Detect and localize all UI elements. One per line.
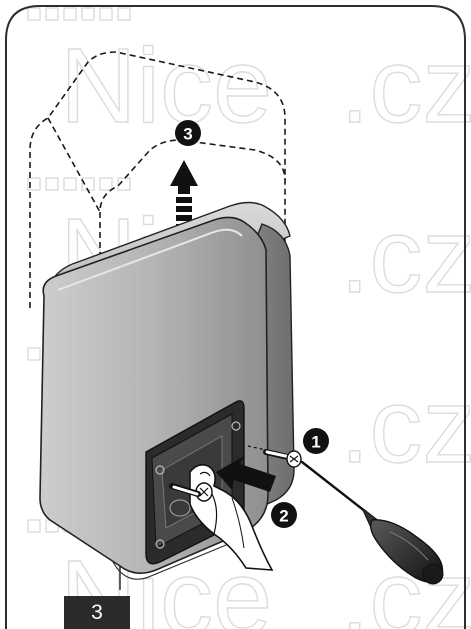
watermark-row-1: Nice .cz bbox=[27, 7, 471, 146]
step-number-2: 2 bbox=[279, 507, 288, 526]
page-frame bbox=[5, 5, 466, 629]
screw-left bbox=[169, 482, 213, 502]
lifted-cover-outline bbox=[29, 51, 286, 368]
watermark-suffix: .cz bbox=[340, 27, 471, 145]
step-badge-1: 1 bbox=[303, 428, 329, 454]
step-badge-3: 3 bbox=[175, 120, 201, 146]
watermark-suffix: .cz bbox=[340, 367, 471, 485]
step-number-3: 3 bbox=[183, 125, 192, 144]
watermark-word: Nice bbox=[60, 27, 272, 145]
step-badge-2: 2 bbox=[271, 502, 297, 528]
push-arrow bbox=[216, 456, 276, 492]
screwdriver bbox=[300, 460, 444, 585]
screw-right bbox=[247, 445, 302, 468]
step-number-1: 1 bbox=[311, 433, 320, 452]
page-number: 3 bbox=[64, 596, 130, 629]
watermark-suffix: .cz bbox=[340, 197, 471, 315]
